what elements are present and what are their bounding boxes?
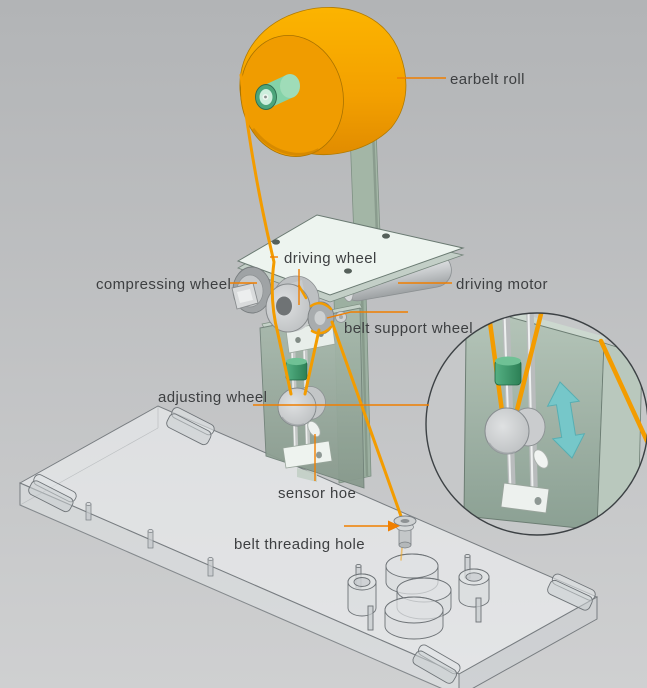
label-driving-wheel: driving wheel [284, 250, 377, 267]
inset-guide-rod [526, 313, 538, 491]
label-belt-threading-hole: belt threading hole [234, 536, 365, 553]
label-sensor-hoe: sensor hoe [278, 485, 356, 502]
label-belt-support-wheel: belt support wheel [344, 320, 473, 337]
threading-hole-arrowhead-icon [388, 520, 400, 532]
label-earbelt-roll: earbelt roll [450, 71, 525, 88]
magnified-adjusting-wheel [484, 407, 546, 455]
roll-hub [255, 74, 300, 110]
belt-threading-hole-part [393, 515, 417, 549]
labels: earbelt roll compressing wheel driving w… [96, 71, 548, 553]
base-plate [18, 405, 599, 688]
belt [239, 73, 404, 561]
plate-hole [344, 268, 352, 274]
earbelt-roll [239, 7, 407, 158]
leader-belt-support-wheel [326, 311, 408, 319]
base-pins [85, 502, 214, 577]
inset-guide-rod [502, 313, 516, 491]
inset-slider-block [494, 356, 522, 386]
plate-hole [382, 233, 390, 239]
detail-inset [425, 312, 647, 536]
sensor-hoe-part [307, 420, 321, 438]
panel-notch [297, 468, 317, 482]
label-driving-motor: driving motor [456, 276, 548, 293]
label-compressing-wheel: compressing wheel [96, 276, 231, 293]
plate-hole [272, 239, 280, 245]
up-down-arrow-icon [546, 381, 586, 459]
inset-circle-border [425, 312, 647, 536]
leader-lines [230, 77, 452, 527]
slider-block [285, 357, 308, 381]
forming-fixtures [347, 553, 490, 640]
inset-sensor-hoe [533, 449, 549, 469]
driving-wheel [265, 275, 320, 333]
base-standoff-blocks [28, 407, 596, 684]
adjusting-wheel [277, 386, 326, 427]
belt-support-wheel [307, 301, 347, 335]
label-adjusting-wheel: adjusting wheel [158, 389, 267, 406]
